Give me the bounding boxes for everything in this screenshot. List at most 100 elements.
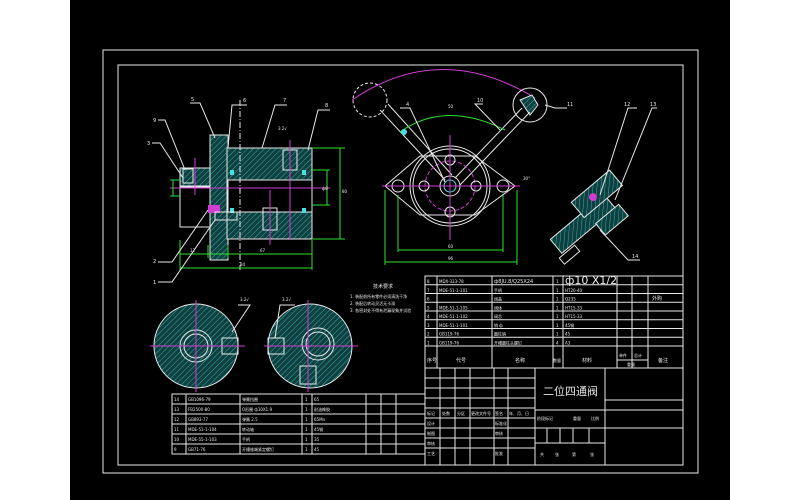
note-1: 1. 装配前所有零件必须清洗干净 <box>350 293 407 299</box>
part-qty: 4 <box>556 340 559 345</box>
cross-section-b: 3.2√ <box>264 297 358 392</box>
part-no: 6 <box>427 297 430 302</box>
notes-title: 技术要求 <box>373 283 393 290</box>
part-name: 圆柱销 <box>494 331 506 337</box>
hdr-qty: 数量 <box>553 357 561 363</box>
part-name: 阀盖 <box>494 296 502 302</box>
note-3: 3. 各密封处不得有泄漏现象并试验 <box>350 307 411 313</box>
tb-sheet1: 张 <box>555 451 559 457</box>
leader-1: 1 <box>153 280 156 286</box>
cross-section-a: 3.2√ <box>150 297 251 392</box>
upper-parts-list: ф10 X1/2 外购 序号 代号 名称 数量 材料 单件 总计 重量 备注 8… <box>424 274 684 369</box>
part-no: 4 <box>427 314 430 319</box>
part-qty: 1 <box>305 417 308 422</box>
top-roughness-note: ф10 X1/2 <box>565 274 617 287</box>
part-code: FB2500-80 <box>188 407 210 412</box>
part-code: MDE-51-1-104 <box>188 427 217 432</box>
part-qty: 1 <box>556 297 559 302</box>
hdr-no: 序号 <box>427 357 437 364</box>
part-no: 9 <box>174 447 177 452</box>
part-no: 13 <box>174 407 180 412</box>
dim-chamfer: 30° <box>523 176 530 181</box>
purchased-remark: 外购 <box>652 295 662 302</box>
main-section-view: 80 ф8 12 67 84 3.2√ 9 3 5 6 7 8 2 1 <box>147 97 348 286</box>
tb-approve: 批准 <box>495 450 503 456</box>
detail-leaders: 12 13 14 <box>599 102 657 261</box>
part-material: 耐油橡胶 <box>314 406 330 412</box>
part-name: 开槽圆柱头螺钉 <box>494 339 522 345</box>
part-code: GB1096-79 <box>188 397 211 402</box>
handle-detail-view <box>549 169 629 265</box>
part-material: HT20-40 <box>565 288 583 293</box>
part-qty: 1 <box>556 323 559 328</box>
part-code: GB119-76 <box>439 332 459 337</box>
dim-c: 84 <box>240 262 246 267</box>
part-qty: 1 <box>556 305 559 310</box>
leader-5: 5 <box>191 97 194 103</box>
part-qty: 1 <box>305 407 308 412</box>
dim-base-width: 96 <box>448 256 454 261</box>
tb-stage: 阶段标记 <box>537 415 553 421</box>
part-qty: 1 <box>556 314 559 319</box>
tb-drawn: 制图 <box>427 430 435 436</box>
part-qty: 1 <box>556 279 559 284</box>
part-material: 45 <box>314 447 320 452</box>
leader-2: 2 <box>153 259 156 265</box>
leader-11: 11 <box>567 102 573 108</box>
part-material: 35 <box>314 437 320 442</box>
part-name: ф8JU.8/Q25X24 <box>494 279 533 285</box>
part-name: 阀芯 <box>494 313 502 319</box>
leader-8: 8 <box>325 103 328 109</box>
part-name: 开槽锥端紧定螺钉 <box>242 446 274 452</box>
rev-mark: 标记 <box>427 410 435 416</box>
leader-3: 3 <box>147 141 150 147</box>
technical-notes: 技术要求 1. 装配前所有零件必须清洗干净 2. 装配后转动灵活无卡滞 3. 各… <box>350 283 411 313</box>
dim-a: 12 <box>190 248 196 253</box>
tb-process: 工艺 <box>427 451 435 456</box>
dim-b: 67 <box>260 248 266 253</box>
rev-doc: 更改文件号 <box>471 410 491 416</box>
hdr-remark: 备注 <box>658 357 668 364</box>
hdr-single: 单件 <box>619 352 627 358</box>
dim-height: 80 <box>342 189 348 194</box>
part-code: GB893-77 <box>188 417 208 422</box>
part-no: 14 <box>174 397 180 402</box>
part-no: 3 <box>427 323 430 328</box>
part-material: 45钢 <box>314 426 323 432</box>
part-code: MDE-55-1-103 <box>188 437 217 442</box>
inner-frame <box>117 64 684 466</box>
hdr-mat: 材料 <box>582 357 592 364</box>
part-material: 65Mn <box>314 417 326 422</box>
part-no: 1 <box>427 340 430 345</box>
part-name: 手柄 <box>494 287 502 293</box>
part-qty: 1 <box>305 427 308 432</box>
tb-sheet2: 张 <box>590 451 594 457</box>
leader-10: 10 <box>477 98 483 104</box>
part-qty: 1 <box>305 447 308 452</box>
dim-bore: ф8 <box>322 186 328 191</box>
part-code: GB71-76 <box>188 447 206 452</box>
leader-6: 6 <box>243 98 246 104</box>
dim-angle: 50 <box>448 104 454 109</box>
tb-total: 共 <box>540 451 544 457</box>
part-material: Q235 <box>565 297 576 302</box>
drawing-canvas: 80 ф8 12 67 84 3.2√ 9 3 5 6 7 8 2 1 <box>102 49 699 474</box>
leader-13: 13 <box>650 102 656 108</box>
rev-zone: 分区 <box>457 410 465 416</box>
part-qty: 1 <box>556 288 559 293</box>
leader-7: 7 <box>283 98 286 104</box>
part-material: A3 <box>565 340 571 345</box>
leader-12: 12 <box>624 102 630 108</box>
hdr-weight: 重量 <box>627 361 635 367</box>
tb-review: 审核 <box>427 440 435 446</box>
part-code: MDX-333-78 <box>439 279 464 284</box>
part-material: HT15-33 <box>565 314 583 319</box>
part-code: MDE-51-1-105 <box>439 305 468 310</box>
part-material: 45钢 <box>565 322 574 328</box>
part-material: 45 <box>565 332 571 337</box>
roughness-1: 3.2√ <box>278 126 287 131</box>
tb-check: 审核 <box>495 430 503 436</box>
leader-9: 9 <box>153 118 156 124</box>
tb-design: 设计 <box>427 420 435 426</box>
tb-weight: 重量 <box>573 415 581 421</box>
